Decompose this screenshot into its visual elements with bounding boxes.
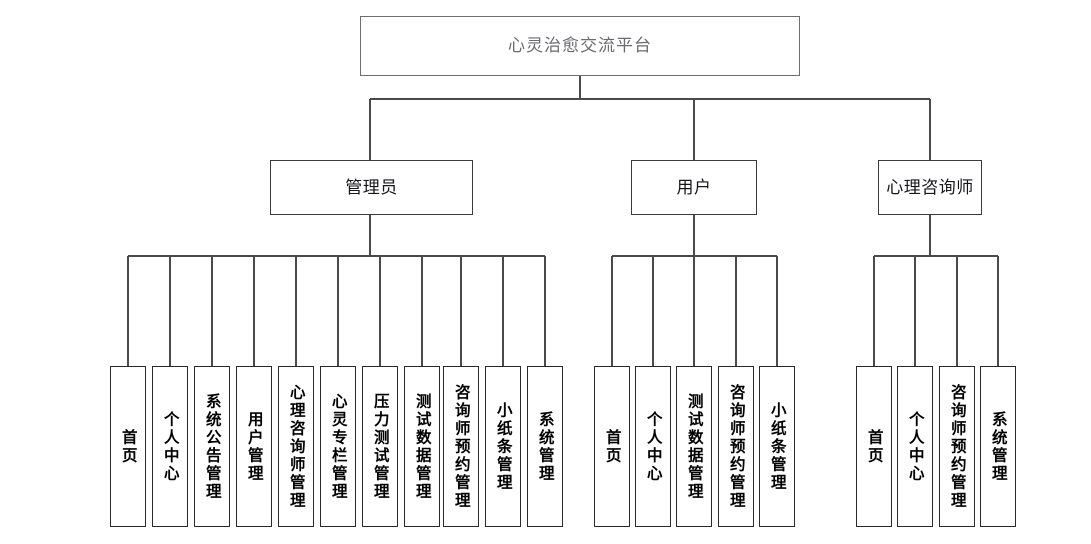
leaf-user-5-label: 小纸条管理	[768, 401, 787, 492]
leaf-admin-11[interactable]: 系统管理	[527, 366, 563, 527]
leaf-admin-8-label: 测试数据管理	[413, 392, 432, 501]
leaf-admin-11-label: 系统管理	[536, 410, 555, 483]
leaf-user-1[interactable]: 首页	[594, 366, 630, 527]
node-role-user[interactable]: 用户	[631, 160, 757, 215]
leaf-counselor-1-label: 首页	[865, 428, 884, 465]
node-role-counselor[interactable]: 心理咨询师	[878, 160, 982, 215]
leaf-counselor-1[interactable]: 首页	[856, 366, 892, 527]
leaf-user-5[interactable]: 小纸条管理	[759, 366, 795, 527]
leaf-admin-4-label: 用户管理	[245, 410, 264, 483]
leaf-user-4[interactable]: 咨询师预约管理	[718, 366, 754, 527]
leaf-counselor-4[interactable]: 系统管理	[980, 366, 1016, 527]
node-root-label: 心灵治愈交流平台	[508, 36, 652, 56]
leaf-admin-10[interactable]: 小纸条管理	[485, 366, 521, 527]
leaf-admin-4[interactable]: 用户管理	[236, 366, 272, 527]
leaf-admin-3-label: 系统公告管理	[203, 392, 222, 501]
node-role-user-label: 用户	[676, 177, 712, 197]
leaf-user-3-label: 测试数据管理	[685, 392, 704, 501]
leaf-admin-1-label: 首页	[119, 428, 138, 465]
leaf-user-4-label: 咨询师预约管理	[727, 383, 746, 510]
leaf-admin-6-label: 心灵专栏管理	[329, 392, 348, 501]
leaf-user-2[interactable]: 个人中心	[635, 366, 671, 527]
node-role-admin[interactable]: 管理员	[270, 160, 473, 215]
node-role-counselor-label: 心理咨询师	[886, 177, 974, 197]
leaf-admin-1[interactable]: 首页	[110, 366, 146, 527]
leaf-counselor-3-label: 咨询师预约管理	[948, 383, 967, 510]
leaf-counselor-2-label: 个人中心	[906, 410, 925, 483]
leaf-counselor-3[interactable]: 咨询师预约管理	[939, 366, 975, 527]
leaf-admin-2[interactable]: 个人中心	[152, 366, 188, 527]
leaf-admin-2-label: 个人中心	[161, 410, 180, 483]
leaf-admin-3[interactable]: 系统公告管理	[194, 366, 230, 527]
leaf-admin-7[interactable]: 压力测试管理	[362, 366, 398, 527]
leaf-counselor-4-label: 系统管理	[989, 410, 1008, 483]
leaf-admin-5-label: 心理咨询师管理	[287, 383, 306, 510]
leaf-user-3[interactable]: 测试数据管理	[676, 366, 712, 527]
leaf-admin-5[interactable]: 心理咨询师管理	[278, 366, 314, 527]
leaf-admin-10-label: 小纸条管理	[494, 401, 513, 492]
leaf-admin-7-label: 压力测试管理	[371, 392, 390, 501]
leaf-admin-9-label: 咨询师预约管理	[452, 383, 471, 510]
node-root[interactable]: 心灵治愈交流平台	[360, 16, 800, 76]
leaf-user-1-label: 首页	[603, 428, 622, 465]
leaf-admin-9[interactable]: 咨询师预约管理	[443, 366, 479, 527]
node-role-admin-label: 管理员	[345, 177, 398, 197]
leaf-admin-8[interactable]: 测试数据管理	[404, 366, 440, 527]
leaf-admin-6[interactable]: 心灵专栏管理	[320, 366, 356, 527]
leaf-user-2-label: 个人中心	[644, 410, 663, 483]
leaf-counselor-2[interactable]: 个人中心	[897, 366, 933, 527]
